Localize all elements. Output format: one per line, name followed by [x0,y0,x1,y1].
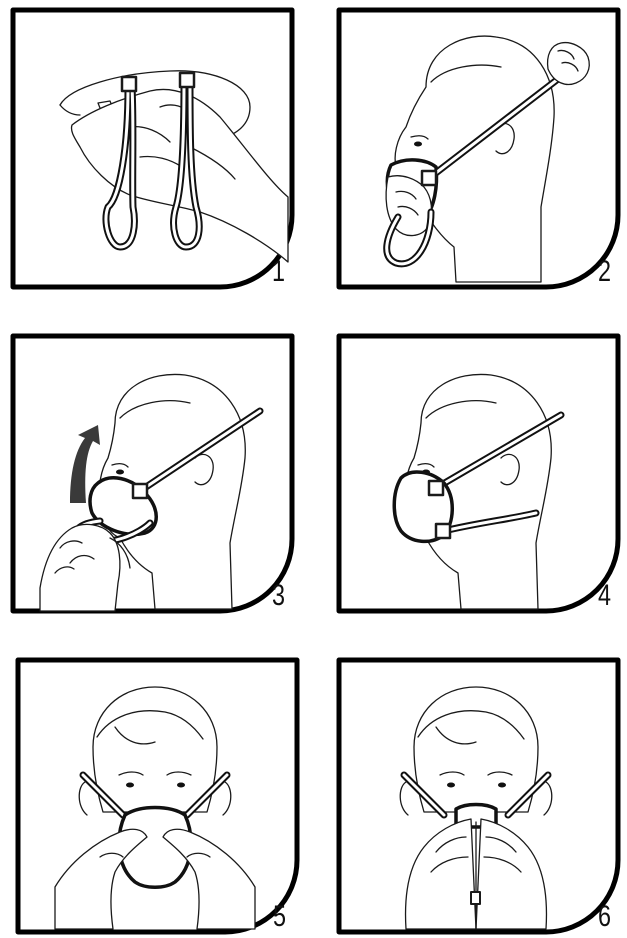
step-number: 1 [272,257,285,287]
step-3-illustration [10,333,295,614]
step-number: 6 [598,902,611,932]
step-1-illustration [10,7,295,290]
step-5-panel: 5 [15,657,300,935]
step-5-illustration [15,657,300,935]
step-4-illustration [336,333,621,614]
step-number: 3 [272,581,285,611]
step-number: 4 [598,581,611,611]
step-number: 5 [273,902,286,932]
step-6-panel: 6 [336,657,621,935]
step-number: 2 [598,257,611,287]
step-3-panel: 3 [10,333,295,614]
step-2-panel: 2 [336,7,621,290]
step-4-panel: 4 [336,333,621,614]
step-6-illustration [336,657,621,935]
step-1-panel: 1 [10,7,295,290]
step-2-illustration [336,7,621,290]
